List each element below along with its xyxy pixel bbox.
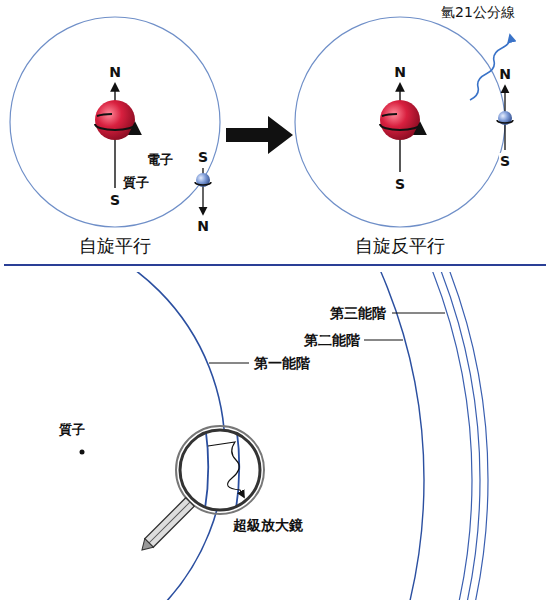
panel-caption: 自旋平行	[78, 236, 152, 257]
part-name: 電子	[146, 153, 174, 168]
divider-line	[4, 264, 546, 266]
transition-arrow	[226, 116, 293, 154]
leader-lines	[209, 313, 445, 363]
pole-label: N	[196, 218, 210, 234]
level-label: 第三能階	[329, 305, 387, 321]
level-label: 第一能階	[253, 355, 311, 371]
part-name: 質子	[122, 176, 150, 191]
atom-parallel	[10, 17, 220, 227]
atom-antiparallel	[295, 17, 513, 227]
pole-label: N	[498, 66, 512, 82]
part-name: 質子	[58, 423, 86, 438]
pole-label: S	[197, 149, 209, 165]
level-label: 第二能階	[303, 332, 361, 348]
energy-levels	[0, 272, 488, 600]
tool-label: 超級放大鏡	[232, 517, 304, 533]
pole-label: S	[109, 192, 121, 208]
pole-label: S	[499, 153, 511, 169]
pole-label: S	[394, 176, 406, 192]
pole-label: N	[108, 64, 122, 80]
panel-caption: 自旋反平行	[354, 236, 446, 257]
emission-label: 氫21公分線	[440, 4, 516, 20]
proton-dot	[80, 450, 85, 455]
pole-label: N	[393, 64, 407, 80]
magnifier	[138, 425, 264, 554]
